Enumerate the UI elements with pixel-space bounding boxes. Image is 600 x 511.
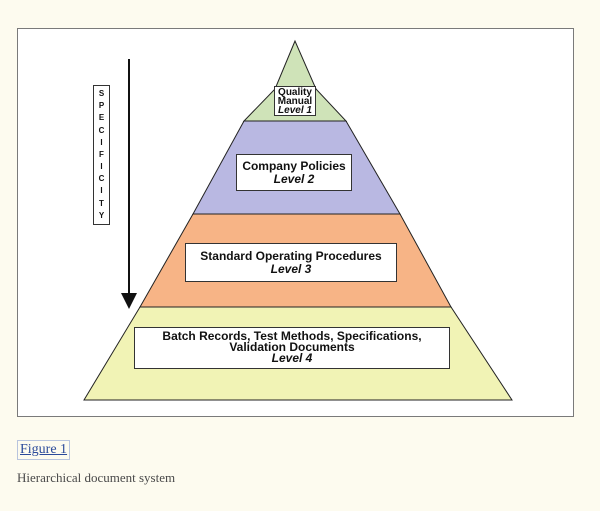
figure-caption: Hierarchical document system bbox=[17, 470, 176, 485]
specificity-letter: P bbox=[98, 101, 105, 111]
specificity-letter: I bbox=[100, 162, 103, 172]
level-2-level: Level 2 bbox=[273, 172, 315, 186]
figure-link[interactable]: Figure 1 bbox=[17, 440, 71, 460]
level-4-level: Level 4 bbox=[271, 351, 313, 365]
specificity-letter: F bbox=[99, 149, 104, 159]
specificity-letter: E bbox=[98, 113, 105, 123]
level-3-level: Level 3 bbox=[270, 262, 312, 276]
specificity-letter: I bbox=[100, 137, 103, 147]
specificity-letter: C bbox=[98, 174, 105, 184]
specificity-letter: I bbox=[100, 186, 103, 196]
specificity-letter: C bbox=[98, 125, 105, 135]
specificity-letter: T bbox=[99, 198, 104, 208]
level-3-label: Standard Operating Procedures Level 3 bbox=[185, 243, 397, 282]
level-2-title: Company Policies bbox=[242, 159, 346, 173]
specificity-letter: Y bbox=[98, 210, 105, 220]
level-3-title: Standard Operating Procedures bbox=[200, 249, 382, 263]
level-4-label: Batch Records, Test Methods, Specificati… bbox=[134, 327, 450, 369]
level-1-label: Quality Manual Level 1 bbox=[274, 86, 316, 116]
level-1-title-line-1: Quality bbox=[278, 87, 312, 98]
specificity-letter: S bbox=[98, 89, 105, 99]
level-1-level: Level 1 bbox=[278, 105, 312, 116]
level-1-title-line-2: Manual bbox=[277, 96, 313, 107]
level-2-label: Company Policies Level 2 bbox=[236, 154, 352, 191]
pyramid-tier-1 bbox=[274, 39, 317, 90]
level-4-title-line-1: Batch Records, Test Methods, Specificati… bbox=[162, 329, 422, 343]
level-4-title-line-2: Validation Documents bbox=[229, 340, 355, 354]
